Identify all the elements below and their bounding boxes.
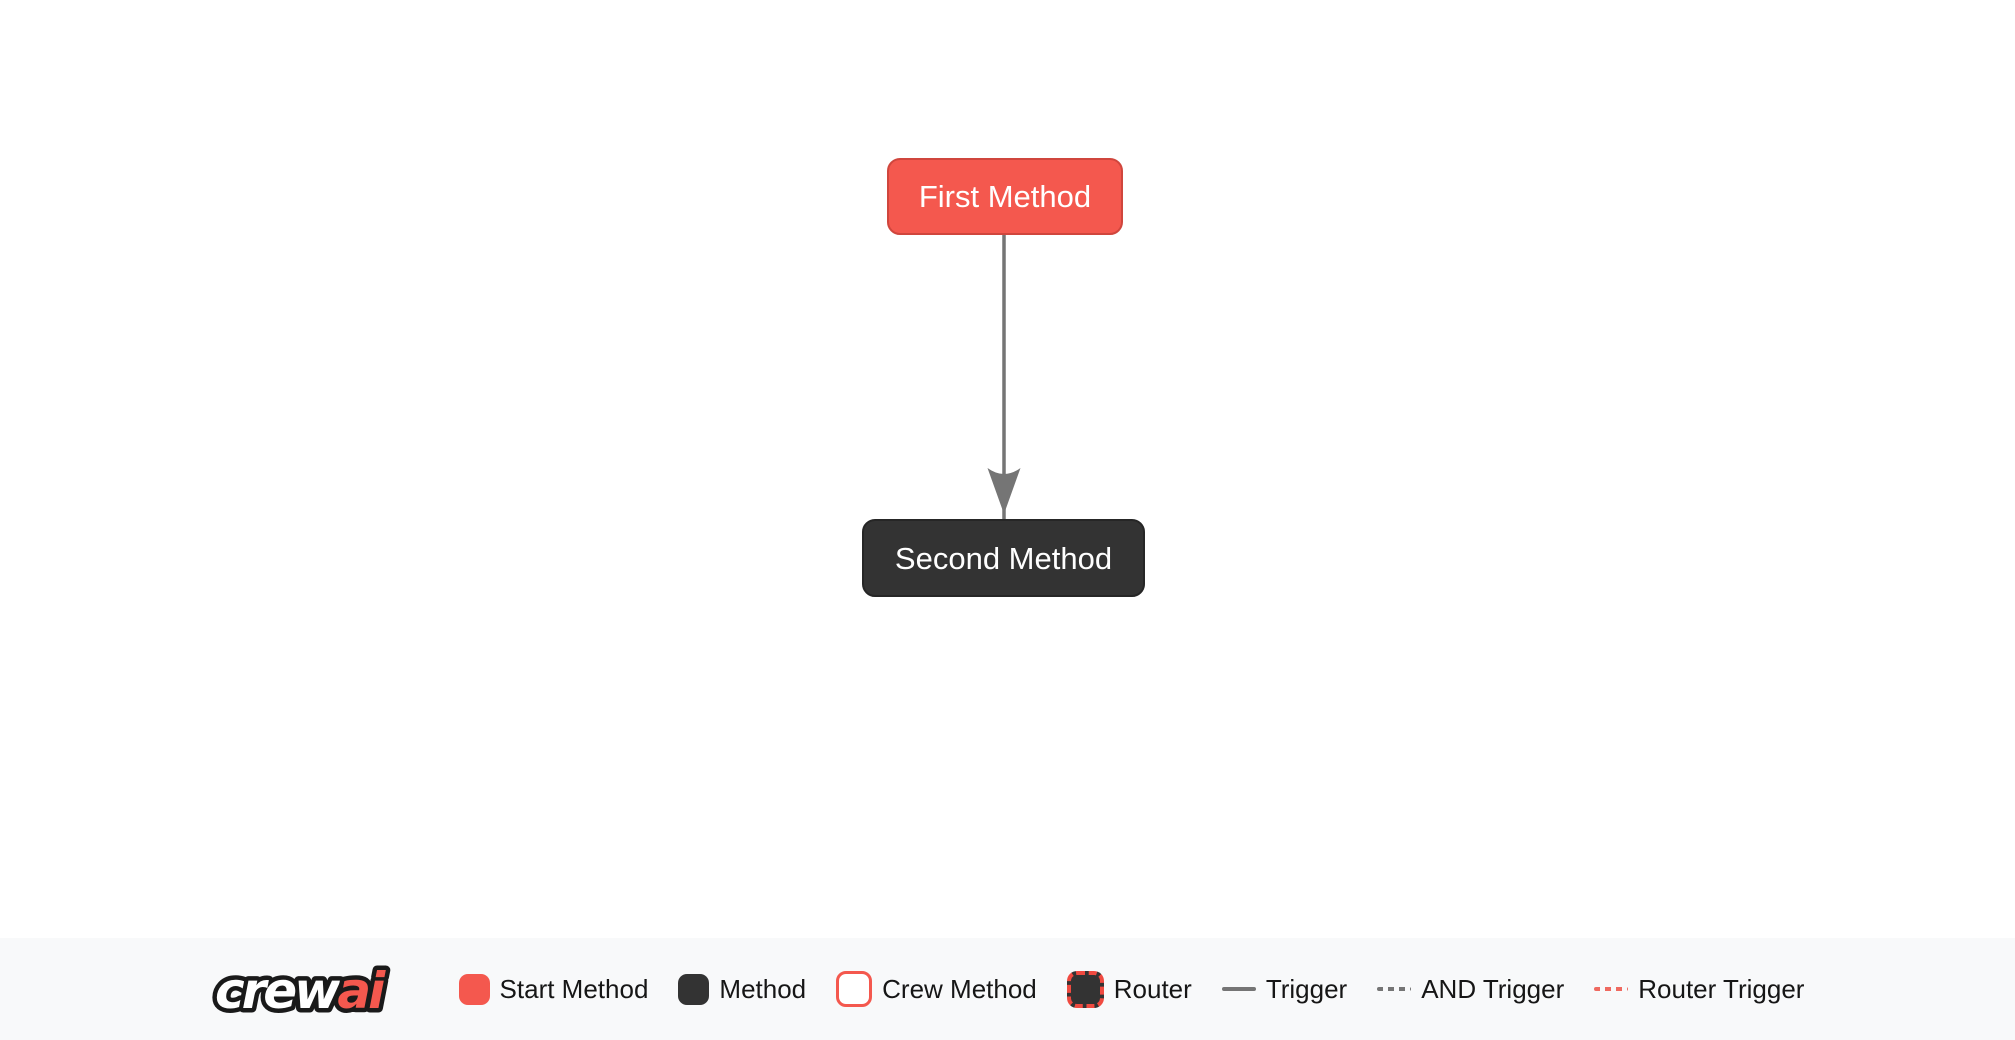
legend-item-crew-method: Crew Method [836, 971, 1037, 1007]
legend-item-method: Method [678, 973, 807, 1005]
legend-item-and-trigger: AND Trigger [1377, 974, 1564, 1005]
and-trigger-line-icon [1377, 987, 1412, 991]
node-second-method[interactable]: Second Method [862, 519, 1145, 597]
start-method-swatch-icon [458, 973, 490, 1005]
method-swatch-icon [678, 973, 710, 1005]
legend-label: Start Method [499, 973, 649, 1004]
arrowhead-icon [987, 468, 1021, 514]
legend-label: Method [719, 973, 807, 1004]
crewai-logo: crewai [211, 951, 429, 1027]
legend-item-start-method: Start Method [458, 973, 649, 1005]
edge-layer [987, 235, 1021, 519]
legend-label: Crew Method [882, 973, 1037, 1004]
logo-text-crew: crew [215, 962, 341, 1020]
router-swatch-icon [1066, 970, 1104, 1008]
router-trigger-line-icon [1594, 987, 1629, 991]
legend-item-router-trigger: Router Trigger [1594, 974, 1804, 1005]
legend-label: Router Trigger [1638, 973, 1805, 1004]
legend-bar: crewai Start Method Method Crew Method R… [0, 938, 2015, 1040]
trigger-line-icon [1221, 987, 1256, 991]
trigger-edge [987, 235, 1021, 519]
logo-text-ai: ai [337, 962, 386, 1020]
node-first-method[interactable]: First Method [887, 158, 1123, 235]
node-second-method-label: Second Method [894, 540, 1113, 576]
crewai-logo-icon: crewai [211, 958, 394, 1025]
legend-label: Router [1113, 973, 1192, 1004]
flow-canvas[interactable]: First Method Second Method [0, 0, 2015, 938]
legend-item-router: Router [1066, 970, 1192, 1008]
legend-label: AND Trigger [1421, 973, 1565, 1004]
crew-method-swatch-icon [836, 971, 873, 1007]
legend-label: Trigger [1265, 973, 1348, 1004]
node-first-method-label: First Method [918, 179, 1092, 214]
legend-item-trigger: Trigger [1221, 973, 1348, 1005]
svg-text:crewai: crewai [215, 962, 386, 1020]
